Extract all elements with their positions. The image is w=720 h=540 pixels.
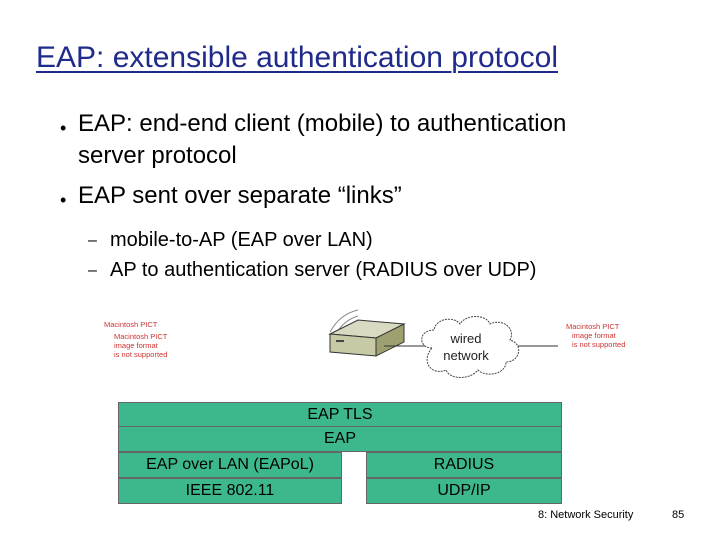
stack-layer-udpip: UDP/IP: [366, 478, 562, 504]
footer-section: 8: Network Security: [538, 509, 634, 521]
bullet-line: server protocol: [78, 142, 237, 169]
layer-label: IEEE 802.11: [185, 482, 275, 499]
pict-text: image format: [572, 331, 616, 340]
cloud-label-line: wired: [450, 331, 482, 346]
stack-layer-eapol: EAP over LAN (EAPoL): [118, 452, 342, 478]
pict-text: image format: [114, 341, 158, 350]
pict-text: Macintosh PICT: [114, 332, 168, 341]
stack-layer-eap: EAP: [118, 426, 562, 452]
bullet-line: EAP: end-end client (mobile) to authenti…: [78, 110, 567, 137]
bullet-dot: •: [60, 118, 67, 138]
bullet-item: EAP sent over separate “links”: [78, 182, 402, 209]
pict-text: Macintosh PICT: [566, 322, 620, 331]
page-number: 85: [672, 509, 685, 521]
cloud-icon: [421, 316, 520, 378]
layer-label: RADIUS: [433, 456, 495, 473]
stack-layer-eap-tls: EAP TLS: [118, 402, 562, 428]
stack-layer-radius: RADIUS: [366, 452, 562, 478]
stack-layer-ieee: IEEE 802.11: [118, 478, 342, 504]
layer-label: EAP: [323, 430, 356, 447]
network-diagram: [328, 309, 558, 378]
access-point-icon: [328, 319, 406, 357]
layer-label: UDP/IP: [437, 482, 491, 499]
bullet-dot: •: [60, 190, 67, 210]
pict-text: is not supported: [114, 350, 168, 359]
unsupported-image-placeholder: Macintosh PICT Macintosh PICT image form…: [104, 320, 179, 359]
pict-text: is not supported: [572, 340, 626, 349]
unsupported-image-placeholder: Macintosh PICT image format is not suppo…: [566, 322, 646, 349]
layer-label: EAP TLS: [307, 406, 373, 423]
pict-text: Macintosh PICT: [104, 320, 158, 329]
sub-bullet-item: mobile-to-AP (EAP over LAN): [110, 229, 373, 251]
cloud-label: wired network: [426, 330, 506, 364]
sub-bullet-item: AP to authentication server (RADIUS over…: [110, 259, 537, 281]
layer-label: EAP over LAN (EAPoL): [146, 456, 314, 473]
bullet-item: EAP: end-end client (mobile) to authenti…: [78, 108, 698, 172]
slide-title: EAP: extensible authentication protocol: [36, 41, 558, 74]
dash-marker: –: [88, 232, 97, 249]
dash-marker: –: [88, 262, 97, 279]
cloud-label-line: network: [443, 348, 489, 363]
